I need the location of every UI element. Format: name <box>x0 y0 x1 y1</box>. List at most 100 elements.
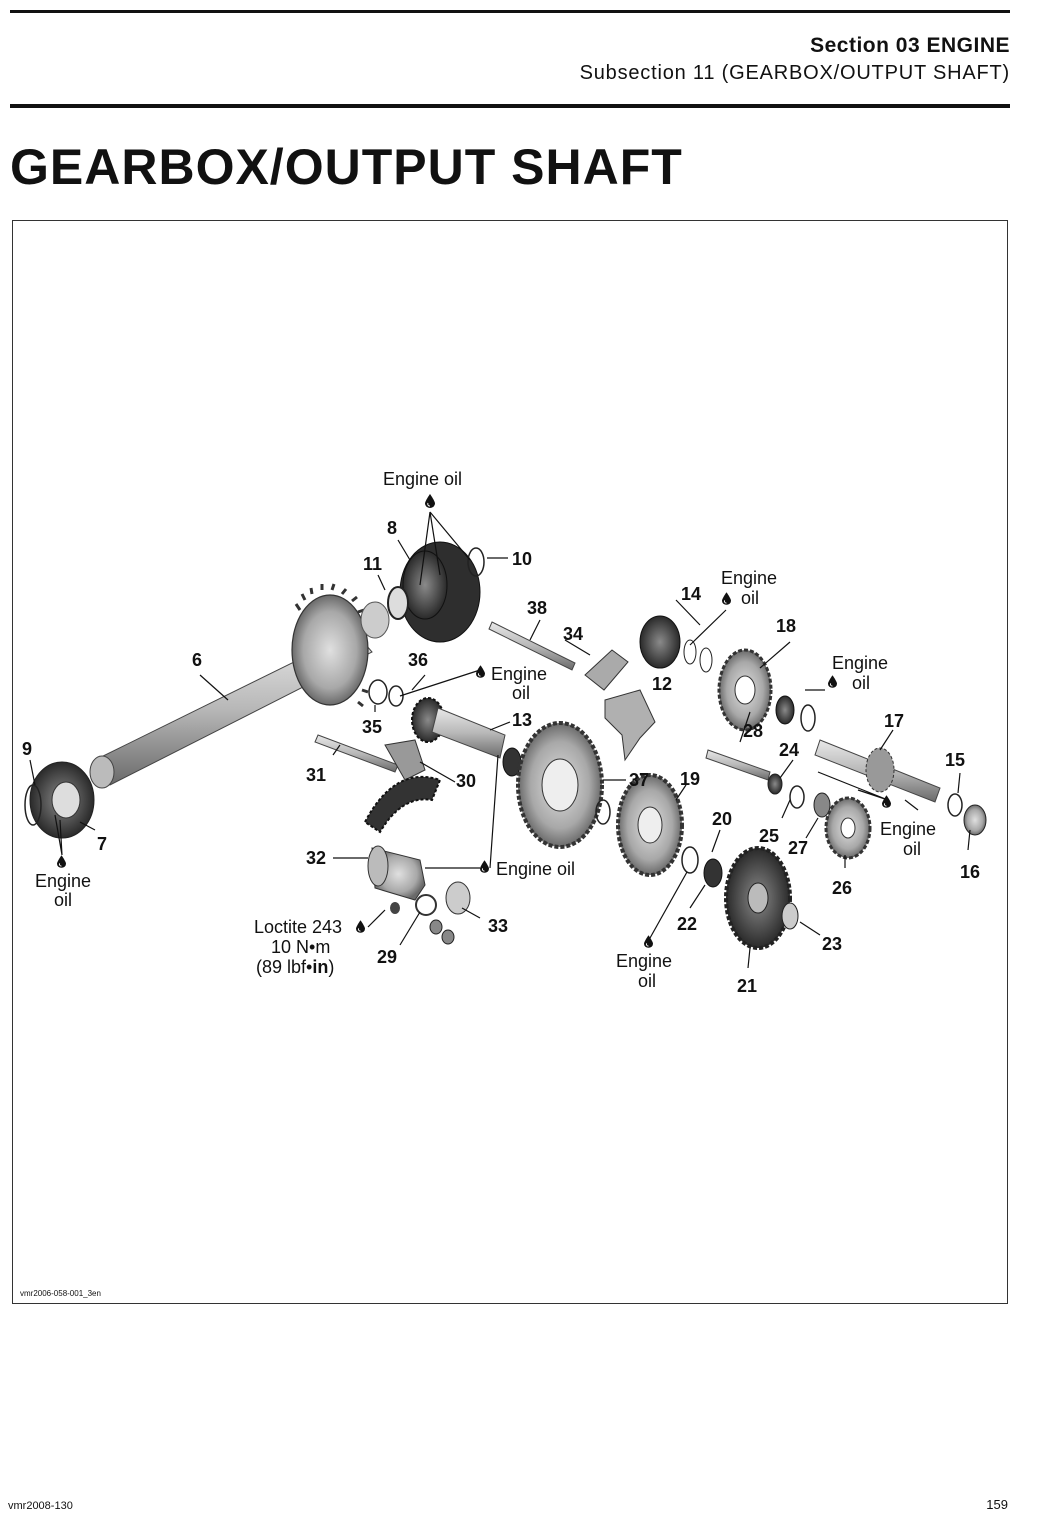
note-oil: oil <box>903 839 921 859</box>
part-label: 28 <box>743 721 763 741</box>
section-prefix: Section 03 <box>810 34 921 57</box>
part-28-bushing <box>775 695 795 725</box>
part-label: 27 <box>788 838 808 858</box>
part-34-shift-fork <box>584 649 629 691</box>
part-24-pin <box>705 749 783 795</box>
section-line: Section 03 ENGINE <box>810 34 1010 58</box>
oil-drop-icon <box>722 592 731 605</box>
part-label: 34 <box>563 624 583 644</box>
part-label: 31 <box>306 765 326 785</box>
note-engine: Engine <box>35 871 91 891</box>
figure-id: vmr2006-058-001_3en <box>20 1289 101 1298</box>
part-label: 14 <box>681 584 701 604</box>
part-label: 24 <box>779 740 799 760</box>
part-12-shift-fork <box>604 689 656 762</box>
part-11-washer <box>387 586 409 620</box>
part-16-bearing <box>963 804 987 836</box>
note-engine: Engine <box>491 664 547 684</box>
part-17-input-shaft <box>814 739 941 803</box>
part-23-washer <box>781 902 799 930</box>
part-20-washer <box>681 846 699 874</box>
part-label: 11 <box>363 554 382 574</box>
part-35-washer <box>368 679 388 705</box>
part-25-washer <box>789 785 805 809</box>
part-36-washer <box>388 685 404 707</box>
part-9-ring <box>24 784 42 826</box>
part-label: 9 <box>22 739 32 759</box>
part-32-motor <box>367 845 426 901</box>
part-label: 18 <box>776 616 796 636</box>
note-engine: Engine <box>832 653 888 673</box>
doc-code: vmr2008-130 <box>8 1500 73 1512</box>
part-label: 35 <box>362 717 382 737</box>
header-bottom-rule <box>10 104 1010 108</box>
part-15-ring <box>947 793 963 817</box>
part-38-shift-rod <box>488 621 576 671</box>
oil-drop-icon <box>644 935 653 948</box>
part-label: 26 <box>832 878 852 898</box>
note-oil: oil <box>512 683 530 703</box>
part-31-shaft <box>314 734 399 773</box>
part-label: 21 <box>737 976 757 996</box>
part-label: 36 <box>408 650 428 670</box>
washer-37 <box>595 799 611 825</box>
part-6-output-shaft <box>89 583 390 789</box>
part-label: 12 <box>652 674 672 694</box>
part-label: 33 <box>488 916 508 936</box>
part-label: 38 <box>527 598 547 618</box>
oil-drop-icon <box>882 795 891 808</box>
part-label: 16 <box>960 862 980 882</box>
note-torque-nm: 10 N•m <box>271 937 330 957</box>
note-engine: Engine <box>880 819 936 839</box>
part-label: 8 <box>387 518 397 538</box>
part-33-bracket <box>429 881 471 945</box>
section-name: ENGINE <box>926 34 1010 57</box>
note-oil: oil <box>638 971 656 991</box>
note-oil: oil <box>852 673 870 693</box>
annotation-notes: Engine oil Engine oil Engine oil Engine … <box>35 469 936 991</box>
part-label: 10 <box>512 549 532 569</box>
part-label: 22 <box>677 914 697 934</box>
part-14-gear <box>639 615 713 673</box>
oil-drop-icon <box>476 665 485 678</box>
note-oil: oil <box>54 890 72 910</box>
header-top-rule <box>10 10 1010 13</box>
part-label: 23 <box>822 934 842 954</box>
oil-drop-icon <box>480 860 489 873</box>
part-label: 30 <box>456 771 476 791</box>
part-27-bushing <box>813 792 831 818</box>
part-18-gear <box>717 648 773 732</box>
part-label: 32 <box>306 848 326 868</box>
part-label: 37 <box>629 770 649 790</box>
note-torque-imperial: (89 lbf•in) <box>256 957 334 977</box>
part-number-labels: 6 7 8 9 10 11 12 13 14 15 16 17 18 19 20… <box>22 518 980 996</box>
part-label: 29 <box>377 947 397 967</box>
figure-frame <box>12 220 1008 1304</box>
note-oil: oil <box>741 588 759 608</box>
oil-drop-icon <box>57 855 66 868</box>
part-13-gear-shaft <box>411 697 506 759</box>
part-30-sector <box>363 739 442 834</box>
part-label: 13 <box>512 710 532 730</box>
note-engine-oil: Engine oil <box>496 859 575 879</box>
part-label: 15 <box>945 750 965 770</box>
note-engine: Engine <box>721 568 777 588</box>
subsection-line: Subsection 11 (GEARBOX/OUTPUT SHAFT) <box>579 62 1010 84</box>
part-19-gear <box>616 773 684 877</box>
page-title: GEARBOX/OUTPUT SHAFT <box>10 139 683 195</box>
washer-18 <box>800 704 816 732</box>
oil-drop-icon <box>356 920 365 933</box>
part-7-bearing <box>29 761 95 839</box>
part-label: 25 <box>759 826 779 846</box>
note-engine: Engine <box>616 951 672 971</box>
oil-drop-icon <box>828 675 837 688</box>
leader-lines <box>29 511 971 969</box>
part-label: 19 <box>680 769 700 789</box>
part-label: 6 <box>192 650 202 670</box>
note-loctite: Loctite 243 <box>254 917 342 937</box>
part-label: 7 <box>97 834 107 854</box>
page-number: 159 <box>986 1497 1008 1512</box>
part-37-gear <box>516 721 604 849</box>
part-26-gear <box>824 796 872 860</box>
